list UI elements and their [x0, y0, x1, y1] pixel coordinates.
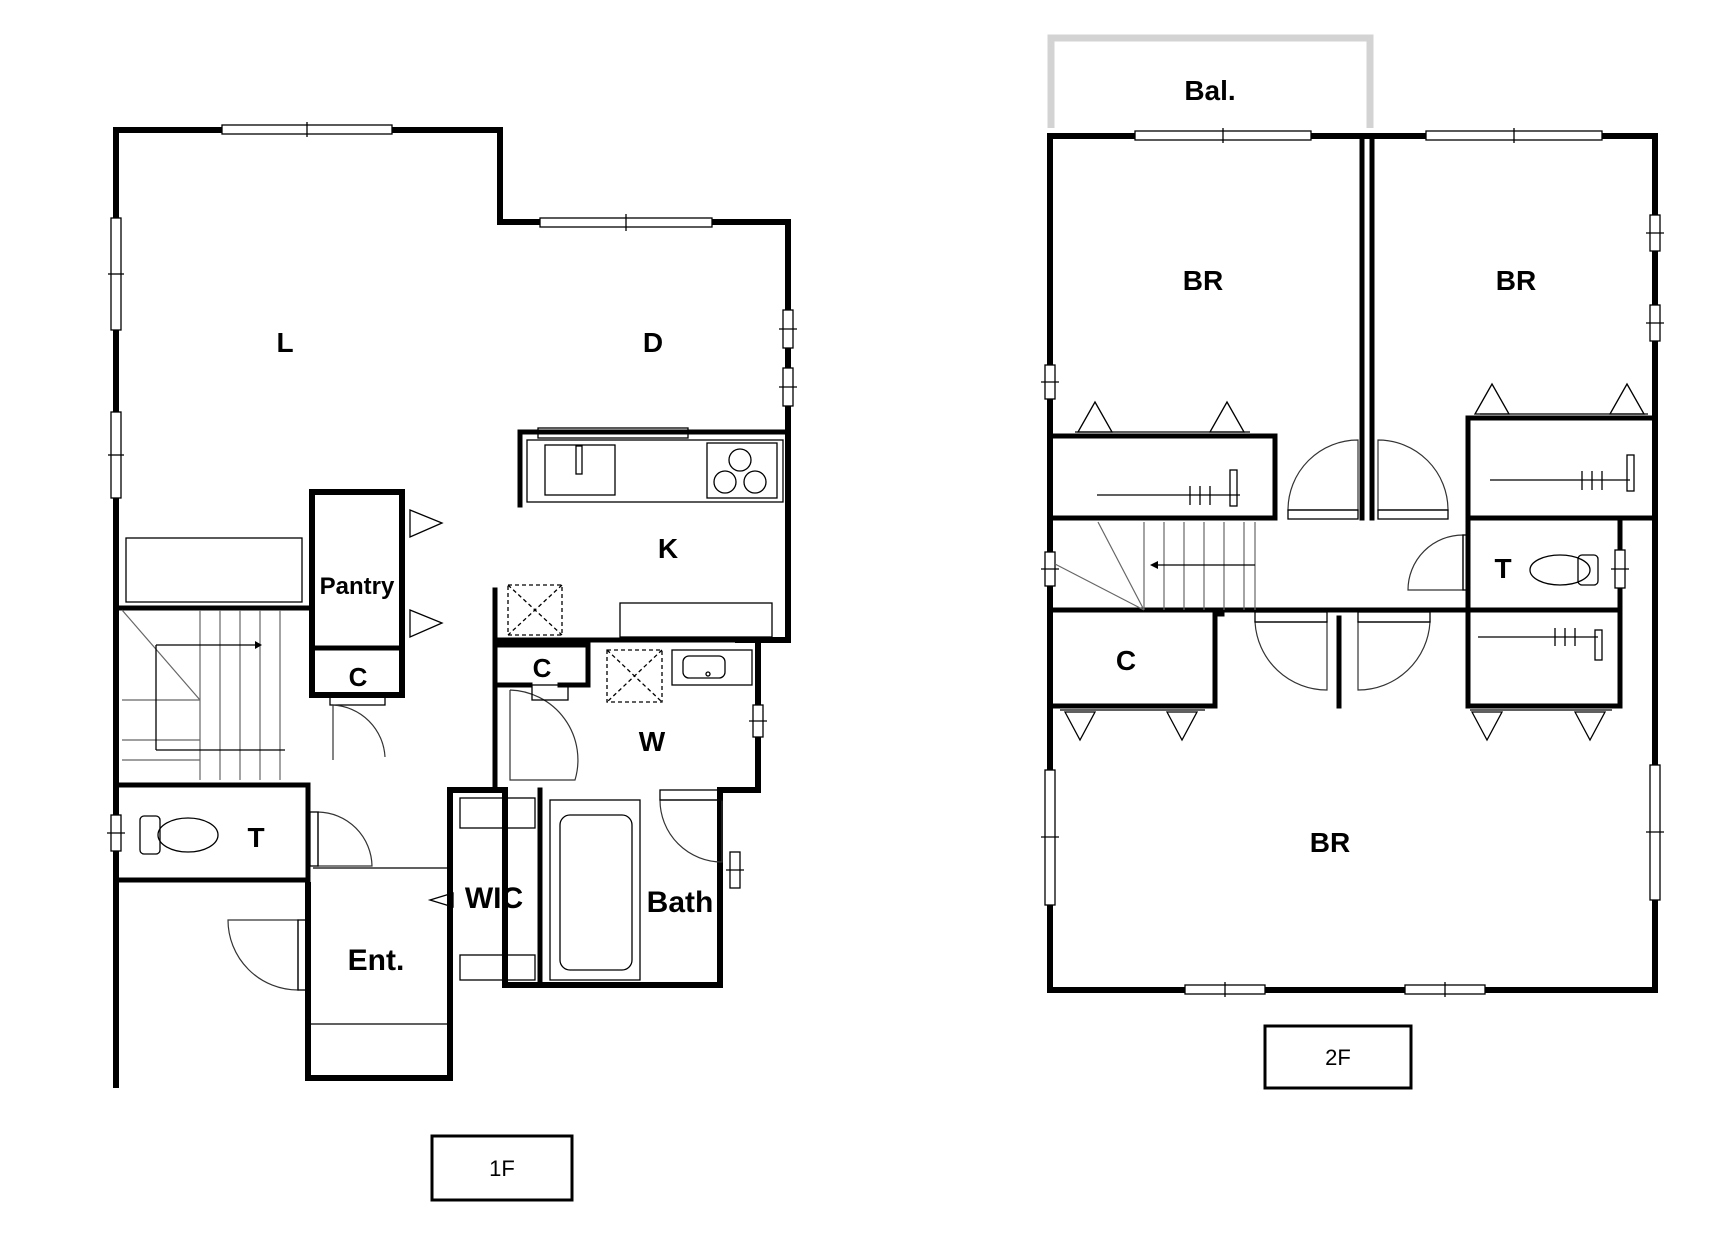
floor-label-2f-text: 2F: [1325, 1045, 1351, 1070]
room-label-living: L: [276, 327, 293, 358]
first-floor-stairs: [121, 609, 285, 780]
room-label-kitchen: K: [658, 533, 678, 564]
room-label-dining: D: [643, 327, 663, 358]
room-label-bedroom-nw: BR: [1183, 265, 1223, 296]
room-label-balcony: Bal.: [1184, 75, 1235, 106]
room-label-bedroom-south: BR: [1310, 827, 1350, 858]
room-label-toilet-2f: T: [1494, 553, 1511, 584]
first-floor-walls: [113, 127, 791, 1088]
room-label-washroom: W: [639, 726, 666, 757]
second-floor-room-labels: Bal. BR BR T C BR: [1116, 75, 1536, 858]
room-label-closet-2f: C: [1116, 645, 1136, 676]
second-floor-stairs: [1054, 521, 1256, 611]
room-label-bedroom-ne: BR: [1496, 265, 1536, 296]
floor-label-1f-text: 1F: [489, 1156, 515, 1181]
room-label-bath: Bath: [647, 886, 714, 919]
first-floor-plan: L D K Pantry C C T W WIC Bath Ent. 1F: [107, 122, 797, 1202]
first-floor-windows: [107, 122, 797, 889]
floor-label-2f: 2F: [1263, 1024, 1413, 1090]
floor-label-1f: 1F: [430, 1134, 574, 1202]
second-floor-walls: [1047, 133, 1658, 993]
second-floor-windows: [1041, 128, 1664, 997]
room-label-closet-kitchen: C: [533, 653, 552, 683]
room-label-toilet-1f: T: [247, 822, 264, 853]
room-label-pantry: Pantry: [320, 573, 395, 600]
balcony-outline: [1047, 34, 1374, 128]
second-floor-fixtures: [1054, 382, 1648, 742]
second-floor-plan: Bal. BR BR T C BR 2F: [1041, 34, 1664, 1090]
first-floor-room-labels: L D K Pantry C C T W WIC Bath Ent.: [247, 327, 713, 977]
room-label-entrance: Ent.: [348, 944, 405, 977]
room-label-closet-pantry: C: [349, 662, 368, 692]
second-floor-doors: [1254, 439, 1470, 691]
first-floor-doors: [227, 684, 723, 991]
first-floor-fixtures: [121, 427, 784, 991]
room-label-wic: WIC: [465, 882, 523, 915]
